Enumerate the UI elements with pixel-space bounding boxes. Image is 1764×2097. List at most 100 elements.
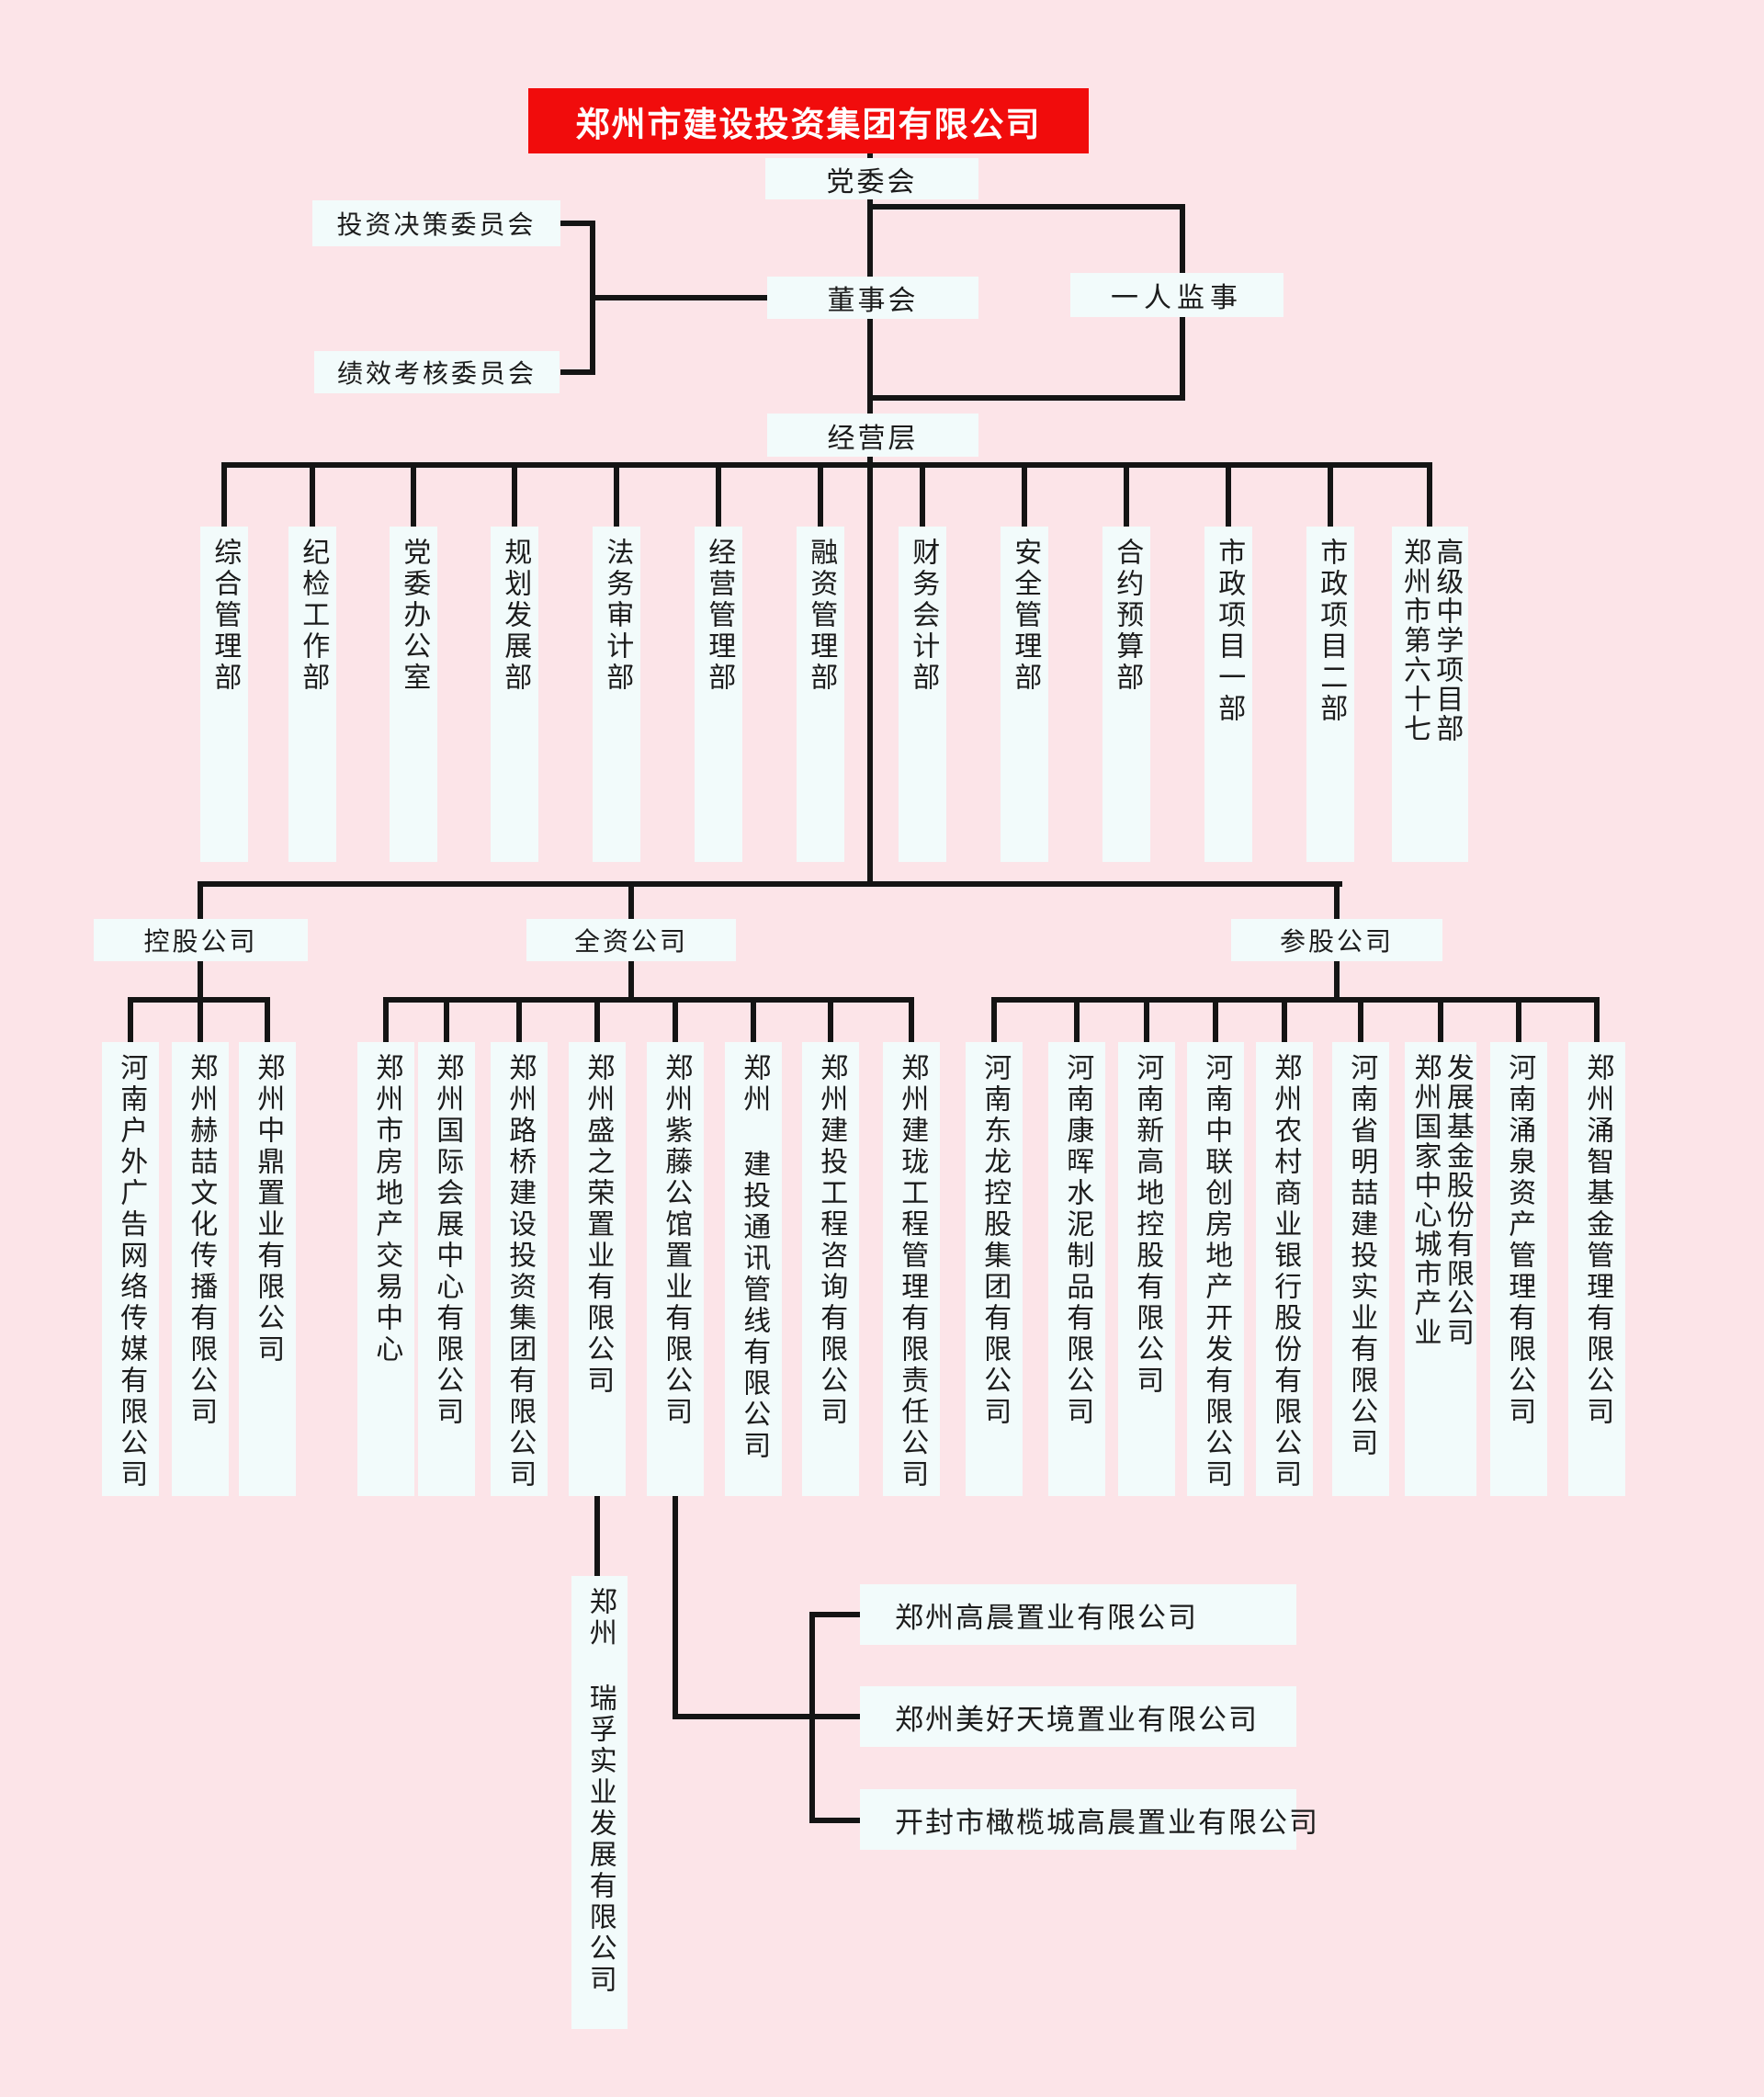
connector-line bbox=[614, 464, 619, 527]
connector-line bbox=[594, 1496, 600, 1576]
node-company-ziteng-child-0: 郑州高晨置业有限公司 bbox=[860, 1584, 1296, 1645]
vertical-label: 发展基金股份有限公司 bbox=[1442, 1053, 1473, 1347]
vertical-label: 经营管理部 bbox=[704, 538, 735, 694]
vertical-label: 郑州 建投通讯管线有限公司 bbox=[739, 1053, 770, 1462]
node-company-participating-6: 郑州国家中心城市产业发展基金股份有限公司 bbox=[1405, 1042, 1476, 1496]
connector-line bbox=[673, 1714, 860, 1719]
vertical-label: 党委办公室 bbox=[399, 538, 430, 694]
vertical-label: 郑州路桥建设投资集团有限公司 bbox=[504, 1053, 536, 1491]
vertical-label: 市政项目一部 bbox=[1214, 538, 1245, 725]
group-holding-label: 控股公司 bbox=[143, 927, 258, 956]
node-investment-committee: 投资决策委员会 bbox=[312, 200, 560, 246]
vertical-label: 河南康晖水泥制品有限公司 bbox=[1062, 1053, 1093, 1428]
node-company-wholly-owned-5: 郑州 建投通讯管线有限公司 bbox=[725, 1042, 782, 1496]
connector-line bbox=[1516, 997, 1521, 1042]
node-group-holding: 控股公司 bbox=[94, 919, 308, 961]
connector-line bbox=[1226, 464, 1231, 527]
node-dept-5: 经营管理部 bbox=[695, 527, 742, 862]
node-company-ruifu: 郑州 瑞孚实业发展有限公司 bbox=[571, 1576, 628, 2029]
connector-line bbox=[1358, 997, 1363, 1042]
connector-line bbox=[867, 199, 873, 282]
party-committee-label: 党委会 bbox=[826, 166, 918, 198]
connector-line bbox=[867, 319, 873, 416]
vertical-label: 郑州市房地产交易中心 bbox=[371, 1053, 402, 1366]
node-party-committee: 党委会 bbox=[765, 158, 978, 199]
node-dept-3: 规划发展部 bbox=[491, 527, 538, 862]
vertical-label: 河南户外广告网络传媒有限公司 bbox=[116, 1053, 147, 1491]
node-company-wholly-owned-1: 郑州国际会展中心有限公司 bbox=[418, 1042, 475, 1496]
node-company-participating-1: 河南康晖水泥制品有限公司 bbox=[1048, 1042, 1105, 1496]
connector-line bbox=[198, 882, 203, 919]
connector-line bbox=[920, 464, 925, 527]
performance-committee-label: 绩效考核委员会 bbox=[336, 359, 537, 388]
connector-line bbox=[751, 997, 756, 1042]
vertical-label: 河南东龙控股集团有限公司 bbox=[979, 1053, 1011, 1428]
connector-line bbox=[590, 295, 770, 300]
connector-line bbox=[516, 997, 522, 1042]
connector-line bbox=[1334, 961, 1340, 1000]
node-company-participating-4: 郑州农村商业银行股份有限公司 bbox=[1256, 1042, 1313, 1496]
vertical-label: 安全管理部 bbox=[1010, 538, 1041, 694]
connector-line bbox=[991, 997, 997, 1042]
company-label: 郑州高晨置业有限公司 bbox=[895, 1601, 1198, 1634]
node-company-participating-7: 河南涌泉资产管理有限公司 bbox=[1490, 1042, 1547, 1496]
node-company-holding-2: 郑州中鼎置业有限公司 bbox=[239, 1042, 296, 1496]
connector-line bbox=[512, 464, 517, 527]
connector-line bbox=[1427, 464, 1432, 527]
node-company-participating-5: 河南省明喆建投实业有限公司 bbox=[1332, 1042, 1389, 1496]
connector-line bbox=[411, 464, 416, 527]
connector-line bbox=[809, 1818, 860, 1823]
management-label: 经营层 bbox=[827, 423, 919, 454]
board-label: 董事会 bbox=[827, 286, 919, 316]
connector-line bbox=[198, 997, 203, 1042]
vertical-label: 规划发展部 bbox=[500, 538, 531, 694]
connector-line bbox=[716, 464, 721, 527]
node-company-wholly-owned-6: 郑州建投工程咨询有限公司 bbox=[802, 1042, 859, 1496]
vertical-label: 纪检工作部 bbox=[298, 538, 329, 694]
vertical-label: 合约预算部 bbox=[1112, 538, 1143, 694]
connector-line bbox=[560, 221, 595, 226]
node-company-wholly-owned-4: 郑州紫藤公馆置业有限公司 bbox=[647, 1042, 704, 1496]
node-management: 经营层 bbox=[767, 414, 978, 457]
node-company-participating-8: 郑州涌智基金管理有限公司 bbox=[1568, 1042, 1625, 1496]
group-wholly-owned-label: 全资公司 bbox=[573, 927, 688, 956]
connector-line bbox=[628, 961, 634, 1000]
node-dept-2: 党委办公室 bbox=[390, 527, 437, 862]
connector-line bbox=[867, 457, 873, 887]
connector-line bbox=[1594, 997, 1600, 1042]
group-participating-label: 参股公司 bbox=[1279, 927, 1394, 956]
connector-line bbox=[444, 997, 449, 1042]
investment-committee-label: 投资决策委员会 bbox=[336, 210, 537, 239]
connector-line bbox=[1213, 997, 1218, 1042]
node-dept-10: 市政项目一部 bbox=[1204, 527, 1252, 862]
connector-line bbox=[560, 369, 595, 375]
connector-line bbox=[383, 997, 389, 1042]
node-company-holding-1: 郑州赫喆文化传播有限公司 bbox=[172, 1042, 229, 1496]
vertical-label: 郑州建珑工程管理有限责任公司 bbox=[897, 1053, 928, 1491]
vertical-label: 郑州建投工程咨询有限公司 bbox=[816, 1053, 847, 1428]
connector-line bbox=[1124, 464, 1129, 527]
node-dept-7: 财务会计部 bbox=[899, 527, 946, 862]
company-label: 开封市橄榄城高晨置业有限公司 bbox=[895, 1806, 1319, 1839]
node-performance-committee: 绩效考核委员会 bbox=[314, 351, 560, 393]
vertical-label: 郑州涌智基金管理有限公司 bbox=[1582, 1053, 1613, 1428]
connector-line bbox=[991, 997, 1600, 1003]
vertical-label: 郑州国家中心城市产业 bbox=[1409, 1053, 1441, 1347]
connector-line bbox=[594, 997, 600, 1042]
node-dept-9: 合约预算部 bbox=[1102, 527, 1150, 862]
vertical-label: 财务会计部 bbox=[908, 538, 939, 694]
node-root: 郑州市建设投资集团有限公司 bbox=[528, 88, 1089, 153]
connector-line bbox=[909, 997, 914, 1042]
connector-line bbox=[809, 1612, 815, 1823]
node-company-participating-0: 河南东龙控股集团有限公司 bbox=[966, 1042, 1023, 1496]
connector-line bbox=[310, 464, 315, 527]
connector-line bbox=[1438, 997, 1443, 1042]
connector-line bbox=[1022, 464, 1027, 527]
supervisor-label: 一人监事 bbox=[1111, 283, 1243, 313]
vertical-label: 郑州市第六十七 bbox=[1399, 538, 1430, 743]
connector-line bbox=[828, 997, 833, 1042]
connector-line bbox=[818, 464, 823, 527]
node-dept-8: 安全管理部 bbox=[1001, 527, 1048, 862]
node-company-participating-3: 河南中联创房地产开发有限公司 bbox=[1187, 1042, 1244, 1496]
